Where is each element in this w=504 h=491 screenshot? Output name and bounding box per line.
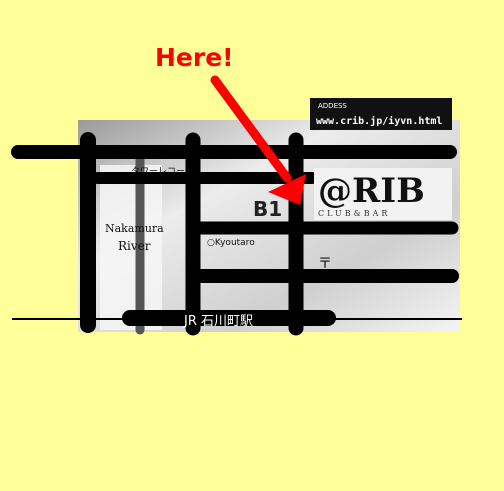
station-label: JR 石川町駅	[183, 314, 253, 329]
floor-label: B1	[253, 197, 282, 221]
street-label: ○Kyoutaro	[207, 238, 255, 248]
river-area	[100, 165, 162, 330]
address-box	[310, 98, 452, 130]
venue-subtitle: CLUB&BAR	[318, 209, 390, 218]
tower-records-label: タワーレコード	[131, 166, 194, 177]
post-office-icon: 〒	[318, 256, 332, 272]
arrow-shaft	[210, 75, 292, 183]
arrow-head-icon	[268, 174, 306, 205]
venue-logo-box	[314, 168, 452, 220]
callout-text: Here!	[155, 43, 234, 72]
address-url[interactable]: www.crib.jp/iyvn.html	[316, 115, 442, 127]
river-label-1: Nakamura	[105, 222, 164, 235]
river-label-2: River	[118, 239, 151, 253]
address-label: ADDESS	[318, 102, 347, 110]
venue-name: @RIB	[318, 171, 425, 211]
